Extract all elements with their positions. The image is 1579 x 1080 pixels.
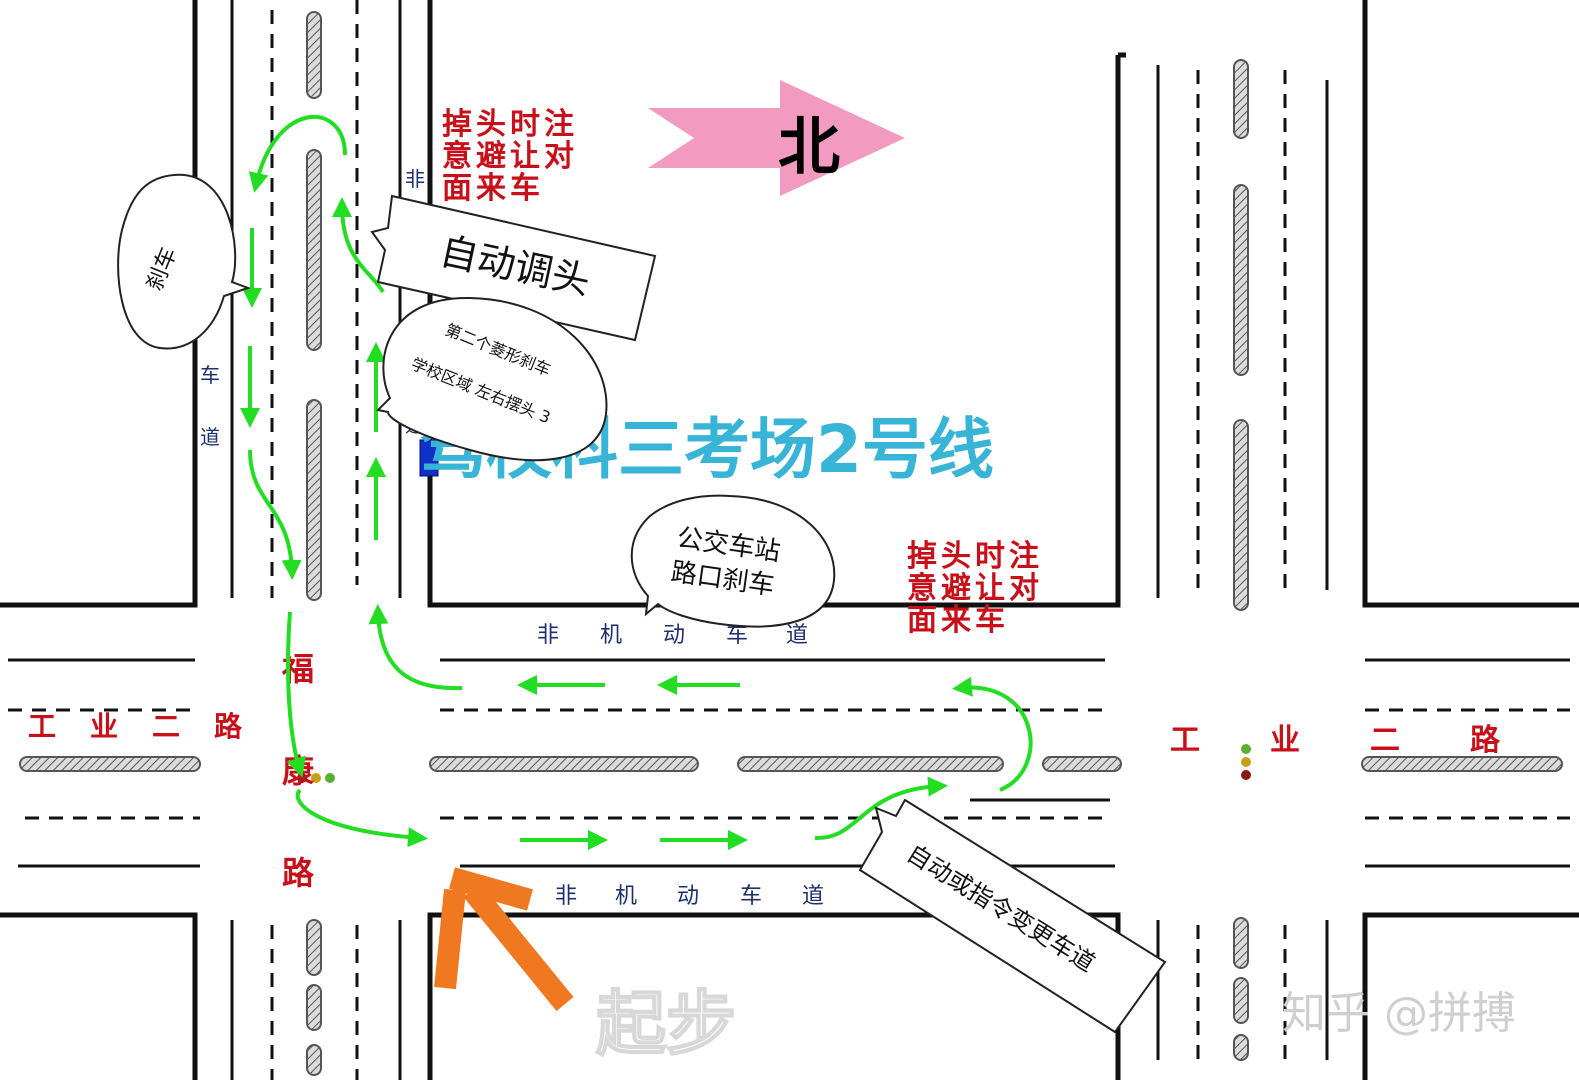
svg-text:道: 道 bbox=[786, 623, 808, 648]
svg-text:面来车: 面来车 bbox=[442, 171, 544, 206]
uturn-warning-right: 掉头时注 意避让对 面来车 bbox=[907, 539, 1043, 638]
traffic-light-right bbox=[1241, 744, 1251, 780]
route-uturn bbox=[248, 114, 347, 193]
start-label: 起步 bbox=[596, 983, 736, 1065]
svg-text:动: 动 bbox=[677, 884, 699, 909]
bubble-lane-change: 自动或指令变更车道 bbox=[858, 798, 1167, 1034]
svg-text:非: 非 bbox=[555, 884, 577, 909]
start-arrow-icon bbox=[434, 867, 574, 1011]
route-south-3 bbox=[248, 449, 302, 580]
route-right-loop bbox=[952, 676, 1033, 792]
svg-text:车: 车 bbox=[726, 623, 748, 648]
route-start-curve bbox=[295, 788, 428, 848]
route-lane-change bbox=[814, 776, 948, 841]
svg-text:工业二路: 工业二路 bbox=[1170, 723, 1570, 758]
route-south-4 bbox=[286, 611, 306, 778]
svg-text:非: 非 bbox=[537, 623, 559, 648]
fukang-road-label: 福康路 bbox=[277, 652, 315, 958]
bike-lane-label-bottom: 非 机 动 车 道 bbox=[555, 884, 824, 909]
bike-lane-label-left-vertical: 车 道 bbox=[200, 363, 220, 449]
svg-text:机: 机 bbox=[615, 884, 637, 909]
north-label: 北 bbox=[778, 110, 840, 183]
uturn-warning-top: 掉头时注 意避让对 面来车 bbox=[442, 107, 578, 206]
north-arrow-icon: 北 bbox=[648, 80, 905, 196]
svg-text:道: 道 bbox=[200, 425, 220, 449]
right-road-lanes bbox=[1156, 59, 1329, 1061]
bike-lane-label-top: 非 机 动 车 道 bbox=[537, 623, 808, 648]
industrial-road-label-right: 工业二路 bbox=[1170, 723, 1570, 758]
svg-text:面来车: 面来车 bbox=[907, 603, 1009, 638]
industrial-road-label-left: 工业二路 bbox=[28, 710, 276, 743]
svg-text:掉头时注: 掉头时注 bbox=[442, 107, 578, 142]
svg-text:机: 机 bbox=[600, 623, 622, 648]
svg-text:意避让对: 意避让对 bbox=[907, 571, 1043, 606]
svg-text:掉头时注: 掉头时注 bbox=[907, 539, 1043, 574]
driving-route bbox=[240, 114, 1033, 850]
svg-text:非: 非 bbox=[405, 167, 425, 191]
svg-text:道: 道 bbox=[802, 884, 824, 909]
bubble-diamond-brake: 第二个菱形刹车 学校区域 左右摆头 3 bbox=[375, 296, 608, 462]
bubble-brake: 刹车 bbox=[117, 173, 251, 350]
watermark: 知乎 @拼搏 bbox=[1282, 988, 1516, 1039]
route-left-turn bbox=[368, 604, 463, 691]
bubble-auto-uturn: 自动调头 bbox=[370, 194, 657, 342]
svg-text:车: 车 bbox=[200, 363, 220, 387]
route-north-3 bbox=[332, 197, 385, 294]
svg-text:动: 动 bbox=[663, 623, 685, 648]
lane-marker bbox=[419, 439, 439, 477]
bubble-bus-stop: 公交车站 路口刹车 bbox=[630, 494, 836, 628]
svg-text:车: 车 bbox=[740, 884, 762, 909]
svg-text:意避让对: 意避让对 bbox=[442, 139, 578, 174]
fukang-lanes bbox=[230, 0, 402, 1080]
industrial-lanes bbox=[8, 658, 1570, 868]
svg-text:工业二路: 工业二路 bbox=[28, 710, 276, 743]
traffic-light-left bbox=[297, 773, 335, 783]
